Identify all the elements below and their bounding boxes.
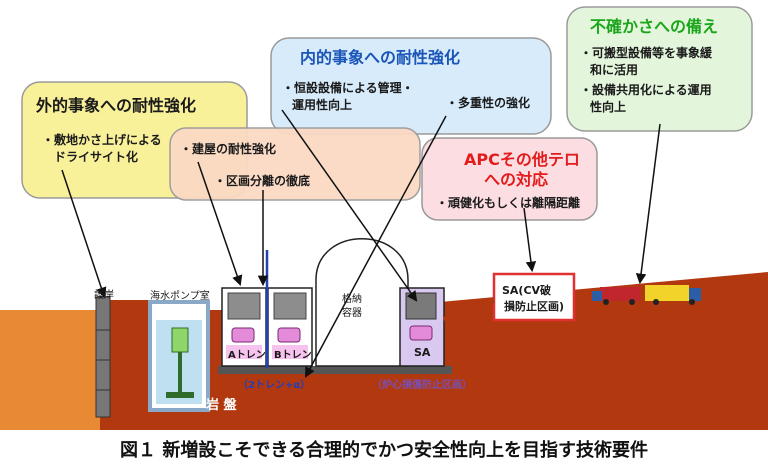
internal-item2: ・多重性の強化 bbox=[446, 96, 531, 110]
train-a-label: Aトレン bbox=[228, 350, 266, 361]
sa-cv-building bbox=[492, 272, 576, 322]
seawall bbox=[95, 296, 111, 418]
external-title: 外的事象への耐性強化 bbox=[36, 96, 197, 115]
internal-item1-line1: ・恒設設備による管理・ bbox=[282, 81, 414, 95]
internal-item1-line2: 運用性向上 bbox=[292, 98, 353, 112]
uncertainty-item1-line2: 和に活用 bbox=[590, 63, 639, 77]
sa-label: SA bbox=[414, 346, 431, 359]
internal-title: 内的事象への耐性強化 bbox=[300, 48, 461, 67]
bedrock-label: 岩 盤 bbox=[206, 398, 237, 413]
building-item2: ・区画分離の徹底 bbox=[214, 174, 311, 188]
containment-vessel bbox=[315, 238, 409, 367]
uncertainty-item2-line1: ・設備共用化による運用 bbox=[580, 83, 712, 97]
two-train-label: （2トレン+α） bbox=[238, 380, 311, 391]
containment-label-1: 格納 bbox=[342, 294, 362, 305]
uncertainty-item2-line2: 性向上 bbox=[590, 100, 627, 114]
arrow-management bbox=[281, 109, 418, 302]
arrow-dry-site bbox=[61, 169, 107, 298]
figure-caption: 図１ 新増設こそできる合理的でかつ安全性向上を目指す技術要件 bbox=[120, 440, 648, 461]
arrow-apc bbox=[523, 207, 537, 273]
plant-basemat bbox=[218, 366, 452, 374]
seawall-label: 護岸 bbox=[94, 290, 114, 301]
uncertainty-item1-line1: ・可搬型設備等を事象緩 bbox=[580, 46, 713, 60]
sa-cv-label-2: 損防止区画) bbox=[504, 300, 565, 313]
soil-layer bbox=[0, 310, 100, 430]
arrow-redundancy bbox=[305, 115, 447, 378]
apc-title-line1: APCその他テロ bbox=[464, 150, 580, 169]
uncertainty-title: 不確かさへの備え bbox=[590, 17, 719, 36]
pump-room-label: 海水ポンプ室 bbox=[150, 291, 210, 302]
containment-label-2: 容器 bbox=[342, 308, 362, 319]
apc-box bbox=[421, 137, 598, 221]
arrow-portable bbox=[635, 123, 661, 285]
pump-body bbox=[171, 327, 189, 353]
red-ground bbox=[100, 272, 768, 430]
building-item1: ・建屋の耐性強化 bbox=[180, 142, 277, 156]
truck-yellow bbox=[645, 285, 689, 301]
core-damage-label: （炉心損傷防止区画） bbox=[372, 380, 472, 391]
arrow-building-a bbox=[197, 161, 243, 286]
sa-cv-label-1: SA(CV破 bbox=[502, 284, 552, 297]
apc-title-line2: への対応 bbox=[484, 170, 549, 189]
external-item1-line1: ・敷地かさ上げによる bbox=[42, 133, 162, 147]
train-b-label: Bトレン bbox=[274, 350, 312, 361]
truck-red bbox=[600, 287, 640, 301]
external-item1-line2: ドライサイト化 bbox=[54, 150, 139, 164]
apc-item1: ・頑健化もしくは離隔距離 bbox=[436, 196, 581, 210]
